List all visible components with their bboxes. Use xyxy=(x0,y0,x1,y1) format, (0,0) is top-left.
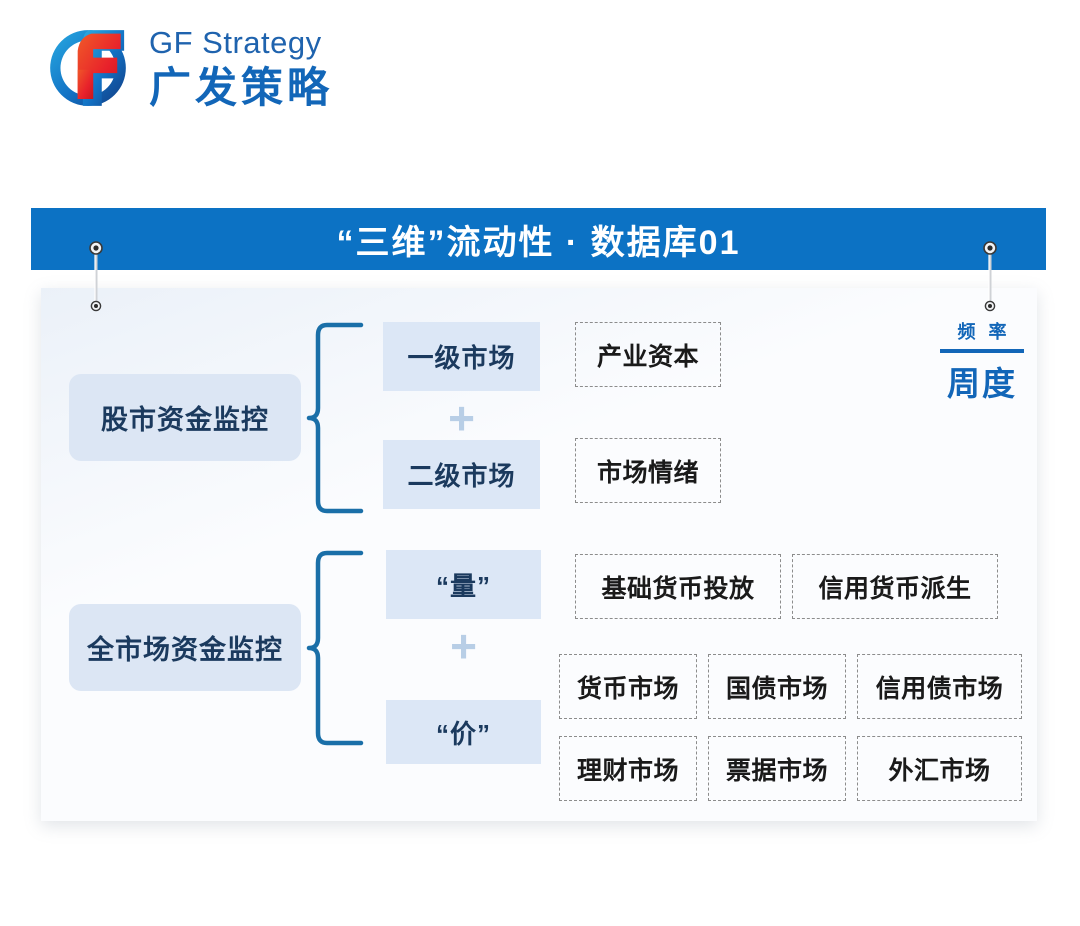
leaf-label: 票据市场 xyxy=(725,756,828,785)
leaf-box-treasury-bond-market[interactable]: 国债市场 xyxy=(708,654,846,719)
frequency-divider xyxy=(940,349,1024,353)
pin-icon xyxy=(89,241,103,312)
leaf-label: 货币市场 xyxy=(576,674,679,703)
leaf-box-market-sentiment[interactable]: 市场情绪 xyxy=(575,438,721,503)
frequency-label: 频 率 xyxy=(957,322,1011,342)
leaf-box-base-money-supply[interactable]: 基础货币投放 xyxy=(575,554,781,619)
leaf-box-wealth-management-market[interactable]: 理财市场 xyxy=(559,736,697,801)
banner-title: “三维”流动性 · 数据库01 xyxy=(336,223,741,262)
group-label: 全市场资金监控 xyxy=(87,635,283,665)
leaf-box-industrial-capital[interactable]: 产业资本 xyxy=(575,322,721,387)
leaf-label: 市场情绪 xyxy=(596,458,699,487)
brand-name-cn: 广发策略 xyxy=(149,64,334,111)
leaf-label: 产业资本 xyxy=(596,342,699,371)
plus-icon-group2: + xyxy=(450,620,477,672)
leaf-label: 基础货币投放 xyxy=(601,574,755,603)
frequency-value: 周度 xyxy=(947,365,1017,402)
brand-header: GF Strategy 广发策略 xyxy=(45,25,333,111)
frequency-indicator: 频 率 周度 xyxy=(940,318,1024,405)
sub-label: “量” xyxy=(435,571,491,601)
group-label: 股市资金监控 xyxy=(101,405,269,435)
pin-icon xyxy=(983,241,997,312)
gf-logo-icon xyxy=(50,30,126,106)
sub-label: 二级市场 xyxy=(407,461,516,491)
leaf-box-credit-money-creation[interactable]: 信用货币派生 xyxy=(792,554,998,619)
leaf-box-money-market[interactable]: 货币市场 xyxy=(559,654,697,719)
plus-icon-group1: + xyxy=(448,392,475,444)
leaf-label: 外汇市场 xyxy=(888,756,991,785)
sub-label: 一级市场 xyxy=(407,343,516,373)
title-banner: “三维”流动性 · 数据库01 xyxy=(31,208,1046,270)
sub-label: “价” xyxy=(435,718,491,749)
sub-box-secondary-market[interactable]: 二级市场 xyxy=(383,440,540,509)
group-box-whole-market-funds[interactable]: 全市场资金监控 xyxy=(69,604,301,691)
brace-icon-group1 xyxy=(306,322,364,514)
leaf-box-fx-market[interactable]: 外汇市场 xyxy=(857,736,1022,801)
leaf-box-credit-bond-market[interactable]: 信用债市场 xyxy=(857,654,1022,719)
brace-icon-group2 xyxy=(306,550,364,746)
leaf-label: 国债市场 xyxy=(725,674,828,703)
sub-box-price[interactable]: “价” xyxy=(386,700,541,764)
brand-text: GF Strategy 广发策略 xyxy=(149,27,333,109)
sub-box-volume[interactable]: “量” xyxy=(386,550,541,619)
leaf-label: 信用货币派生 xyxy=(818,574,972,603)
diagram-card: 股市资金监控 一级市场 + 二级市场 产业资本 市场情绪 全市场资金监控 “量”… xyxy=(41,288,1037,821)
brand-name-en: GF Strategy xyxy=(149,25,322,60)
leaf-box-bill-market[interactable]: 票据市场 xyxy=(708,736,846,801)
leaf-label: 信用债市场 xyxy=(875,674,1004,703)
group-box-stock-market-funds[interactable]: 股市资金监控 xyxy=(69,374,301,461)
sub-box-primary-market[interactable]: 一级市场 xyxy=(383,322,540,391)
leaf-label: 理财市场 xyxy=(576,756,679,785)
